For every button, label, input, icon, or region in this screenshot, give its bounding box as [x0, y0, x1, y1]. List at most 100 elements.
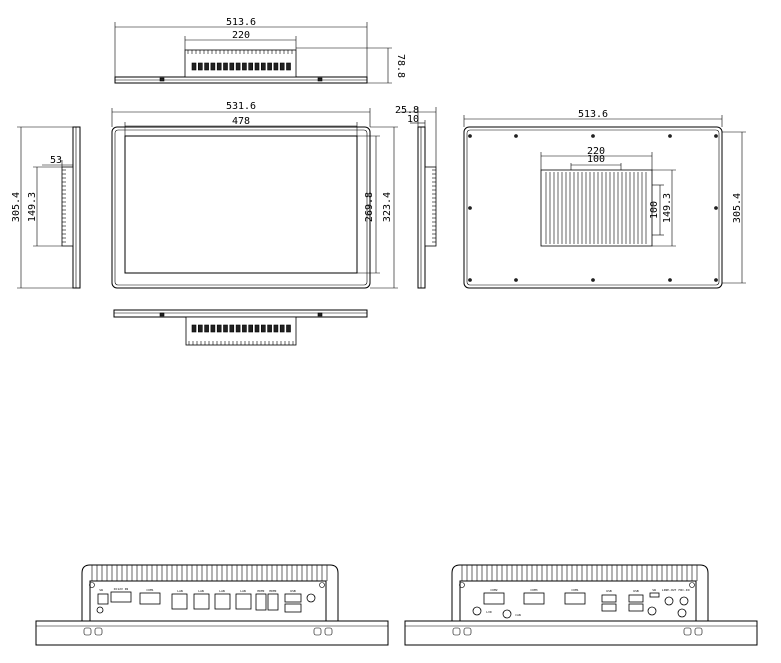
io-label-can: CAN	[515, 613, 521, 617]
connector-block	[223, 62, 228, 71]
connector-block	[235, 62, 241, 71]
connector-block	[248, 62, 253, 71]
rear-view: 513.6 220 100 149.3 100 305.4	[463, 109, 746, 289]
connector-block	[267, 62, 272, 71]
io-label-lan1: LAN	[177, 589, 183, 593]
left-view-fins	[62, 169, 66, 243]
mounting-hole	[591, 134, 595, 138]
io-panel-right: COM2 COM3 COM1 USB USB SW LINE-OUT MIC-I…	[404, 564, 758, 646]
connector-block	[210, 324, 216, 333]
connector-block	[242, 324, 247, 333]
connector-block	[235, 324, 241, 333]
connector-block	[198, 62, 203, 71]
connector-block	[210, 62, 216, 71]
connector-block	[191, 324, 197, 333]
io-left-fins	[91, 565, 328, 581]
connector-block	[273, 324, 279, 333]
connector-block	[191, 62, 197, 71]
io-left-labels: SW DC12V IN COM1 LAN LAN LAN LAN HDMI HD…	[99, 587, 296, 593]
io-label-com1: COM1	[146, 588, 153, 592]
dim-side-depth: 25.8	[395, 105, 419, 116]
dim-rear-box-width: 220	[587, 146, 605, 157]
dim-rear-width: 513.6	[578, 109, 608, 120]
connector-block	[216, 324, 222, 333]
dim-side-bezel: 10	[407, 114, 419, 125]
connector-block	[248, 324, 253, 333]
dim-front-view-width: 478	[232, 116, 250, 127]
connector-block	[254, 324, 260, 333]
mounting-hole	[514, 278, 518, 282]
dim-rear-mount-height: 100	[649, 201, 660, 219]
connector-block	[286, 62, 291, 71]
mounting-hole	[468, 206, 472, 210]
mounting-hole	[668, 134, 672, 138]
connector-block	[279, 62, 285, 71]
connector-block	[204, 62, 209, 71]
dim-front-height: 323.4	[382, 192, 393, 222]
left-side-view: 53 305.4 149.3	[11, 126, 81, 289]
mounting-hole	[714, 206, 718, 210]
connector-block	[229, 62, 235, 71]
connector-block	[279, 324, 285, 333]
dim-rear-mount-width: 100	[587, 154, 605, 165]
connector-block	[254, 62, 260, 71]
io-right-fins	[461, 565, 698, 581]
connector-block	[273, 62, 279, 71]
bottom-view	[113, 309, 368, 346]
right-view-fins	[432, 169, 436, 243]
mounting-hole	[591, 278, 595, 282]
dim-front-view-height: 269.8	[364, 192, 375, 222]
io-label-mic-in: MIC-IN	[679, 588, 690, 592]
top-view: 513.6 220 78.8	[114, 17, 406, 84]
mounting-hole	[714, 134, 718, 138]
dim-top-box-width: 220	[232, 30, 250, 41]
connector-block	[204, 324, 209, 333]
dim-top-width: 513.6	[226, 17, 256, 28]
rear-view-fins	[545, 172, 647, 244]
top-view-ports	[191, 62, 291, 71]
io-label-com3: COM3	[530, 588, 537, 592]
io-label-lan2: LAN	[198, 589, 204, 593]
io-label-hdmi1: HDMI	[257, 589, 264, 593]
dim-rear-box-height: 149.3	[662, 193, 673, 223]
dim-top-depth: 78.8	[395, 54, 406, 78]
io-label-lan4: LAN	[240, 589, 246, 593]
io-label-dc-in: DC12V IN	[114, 587, 129, 591]
connector-block	[198, 324, 203, 333]
io-label-com2: COM2	[490, 588, 497, 592]
io-label-lvd: LVD	[486, 610, 492, 614]
io-label-hdmi2: HDMI	[269, 589, 276, 593]
io-label-line-out: LINE-OUT	[662, 588, 677, 592]
bottom-view-fins	[188, 341, 294, 345]
connector-block	[267, 324, 272, 333]
connector-block	[216, 62, 222, 71]
mounting-hole	[668, 278, 672, 282]
io-right-labels: COM2 COM3 COM1 USB USB SW LINE-OUT MIC-I…	[486, 588, 689, 617]
io-label-com1-rear: COM1	[571, 588, 578, 592]
io-label-sw: SW	[99, 588, 103, 592]
mounting-hole	[468, 134, 472, 138]
connector-block	[229, 324, 235, 333]
io-panel-left: SW DC12V IN COM1 LAN LAN LAN LAN HDMI HD…	[35, 564, 389, 646]
connector-block	[223, 324, 228, 333]
dim-left-box-depth: 53	[50, 155, 62, 166]
rear-mounting-holes	[468, 134, 718, 282]
mounting-hole	[514, 134, 518, 138]
right-side-view: 25.8 10	[395, 105, 437, 289]
top-view-fins	[187, 50, 293, 54]
dim-rear-height: 305.4	[732, 193, 743, 223]
io-label-usb-a: USB	[606, 589, 612, 593]
io-label-usb: USB	[290, 589, 296, 593]
dim-left-height: 305.4	[11, 192, 22, 222]
io-label-sw-rear: SW	[652, 588, 656, 592]
dim-front-width: 531.6	[226, 101, 256, 112]
bottom-view-ports	[191, 324, 291, 333]
connector-block	[260, 62, 266, 71]
connector-block	[286, 324, 291, 333]
connector-block	[260, 324, 266, 333]
connector-block	[242, 62, 247, 71]
io-label-usb-b: USB	[633, 589, 639, 593]
front-view: 531.6 478 269.8 323.4	[111, 101, 398, 289]
io-label-lan3: LAN	[219, 589, 225, 593]
